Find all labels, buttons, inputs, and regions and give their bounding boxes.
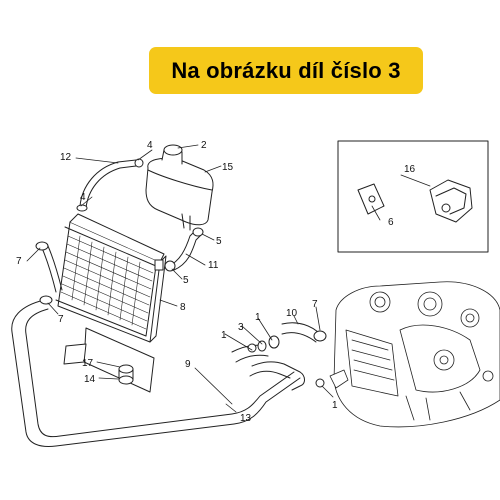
callout-9: 9 [185,359,191,370]
callout-4-left: 4 [80,192,86,203]
hose-clamps [35,158,327,388]
callout-1-left: 1 [221,330,227,341]
callout-5-lower: 5 [183,275,189,286]
callout-15: 15 [222,162,234,173]
hose-7-left [41,245,63,293]
mounting-bracket [63,327,155,393]
callout-3: 3 [238,322,244,333]
part-number-banner: Na obrázku díl číslo 3 [149,47,423,94]
callout-7-left: 7 [16,256,22,267]
callout-10: 10 [286,308,298,319]
expansion-tank [145,144,214,231]
callout-16: 16 [404,164,416,175]
callout-5-upper: 5 [216,236,222,247]
engine-assembly [329,281,500,428]
callout-1-mid: 1 [255,312,261,323]
callout-13: 13 [240,413,252,424]
callout-7-right: 7 [312,299,318,310]
callout-4-top: 4 [147,140,153,151]
callout-11: 11 [208,260,219,271]
callout-7-lower: 7 [58,314,64,325]
hose-10 [281,322,321,343]
banner-text: Na obrázku díl číslo 3 [171,57,401,83]
overflow-hose-12 [79,159,137,209]
callout-labels: 12 4 2 15 4 7 5 5 11 7 8 16 6 17 14 1 3 … [16,140,416,424]
callout-12: 12 [60,152,72,163]
callout-14: 14 [84,374,96,385]
callout-1-bottom: 1 [332,400,338,411]
radiator [55,213,167,343]
callout-17: 17 [82,358,94,369]
coolant-pipes [11,299,305,447]
inset-detail-box [337,140,489,253]
callout-2: 2 [201,140,207,151]
callout-8: 8 [180,302,186,313]
callout-6: 6 [388,217,394,228]
leader-lines [26,144,431,413]
